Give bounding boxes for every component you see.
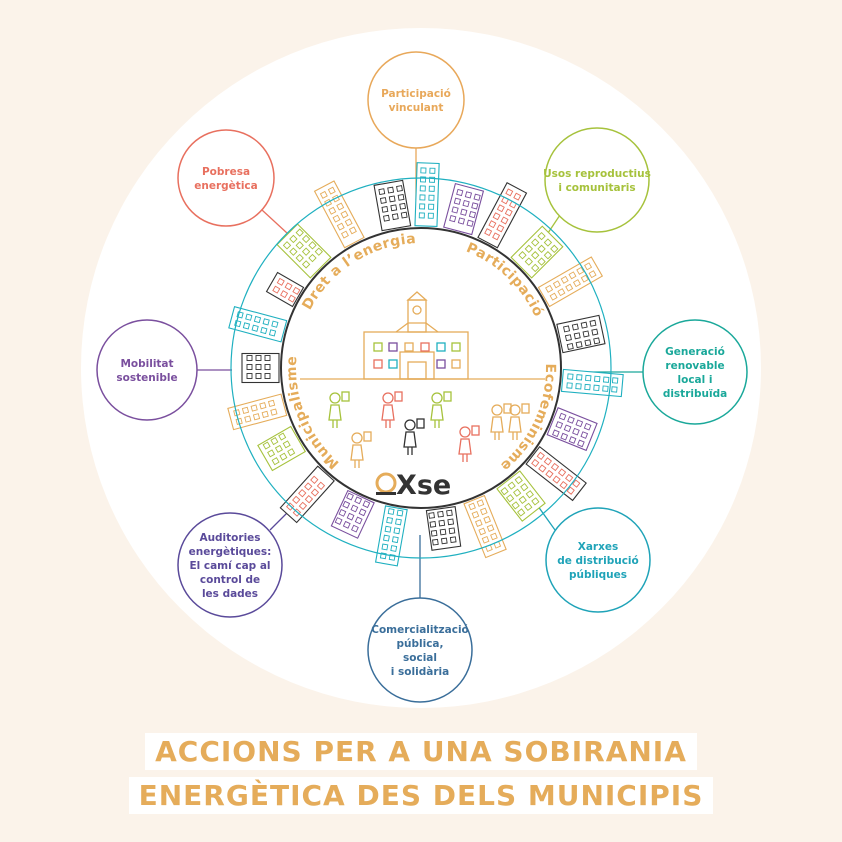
bubble-circle [367,51,465,149]
bubble-label: Pobresa [202,166,250,178]
bubble-label: Generació [665,346,725,358]
bubble-label: control de [200,574,260,586]
bubble-label: Mobilitat [120,358,173,370]
building [546,407,598,452]
bubble-label: de distribució [557,555,638,567]
building [228,305,288,343]
bubble-circle [367,597,473,703]
people-illustration [328,391,530,468]
bubble-label: social [403,652,437,664]
person-icon [458,425,480,462]
bubble-label: renovable [665,360,724,372]
bubble-label: distribuïda [663,388,727,400]
person-icon [350,431,372,468]
inner-circle [280,227,562,509]
person-icon [430,391,452,428]
bubble-label: públiques [569,569,627,581]
title-line-1: ACCIONS PER A UNA SOBIRANIA [0,733,842,770]
building [330,489,375,539]
building [227,393,288,431]
svg-text:Xse: Xse [396,470,451,501]
building [537,256,604,308]
city-ring [227,162,624,567]
bubble-label: Usos reproductius [543,168,651,180]
grid-line [230,177,612,559]
bubble-label: Participació [381,88,451,100]
building [265,271,305,308]
bubble-label: Xarxes [578,541,619,553]
bubble-label: Auditories [199,532,260,544]
bubble-comercialitzacio-publica: Comercialització pública, social i solidàri… [367,597,473,703]
building [525,445,587,502]
building [276,223,332,279]
bubble-label: sostenible [116,372,177,384]
building [374,505,408,567]
person-icon [490,403,512,440]
bubble-label: Comercialització [371,624,469,636]
bubble-label: vinculant [389,102,444,114]
bubble-label: les dades [202,588,258,600]
bubble-circle [177,512,283,618]
building [463,494,507,559]
bubble-label: pública, [396,638,443,650]
building [414,162,440,228]
building [496,470,546,522]
bubble-pobresa-energetica: Pobresa energètica [177,129,275,227]
bubble-label: El camí cap al [189,560,270,572]
building [241,352,280,384]
building [510,225,564,279]
bubble-label: energètica [194,180,257,192]
bubble-circle [545,507,651,613]
town-hall-illustration [300,291,545,380]
xse-logo: Xse [375,470,451,501]
title-line-2: ENERGÈTICA DES DELS MUNICIPIS [0,777,842,814]
bubble-label: energètiques: [189,546,272,558]
person-icon [403,418,425,455]
building [257,425,307,472]
person-icon [381,391,403,428]
person-icon [328,391,350,428]
building [560,368,624,398]
bubble-circle [96,319,198,421]
bubble-label: local i [678,374,713,386]
person-icon [508,403,530,440]
bubble-label: i solidària [391,666,449,678]
bubble-circle [177,129,275,227]
bubble-participacio-vinculant: Participació vinculant [367,51,465,149]
bubble-circle [544,127,650,233]
building [556,314,606,354]
bubble-mobilitat-sostenible: Mobilitat sostenible [96,319,198,421]
building [425,505,462,551]
bubble-xarxes-distribucio: Xarxes de distribució públiques [545,507,651,613]
bubble-circle [642,319,748,425]
bubble-generacio-renovable: Generació renovable local i distribuïda [642,319,748,425]
bubble-auditories-energetiques: Auditories energètiques: El camí cap al con… [177,512,283,618]
bubble-label: i comunitaris [558,182,635,194]
building [443,182,485,236]
building [373,179,412,232]
bubble-usos-reproductius: Usos reproductius i comunitaris [543,127,651,233]
